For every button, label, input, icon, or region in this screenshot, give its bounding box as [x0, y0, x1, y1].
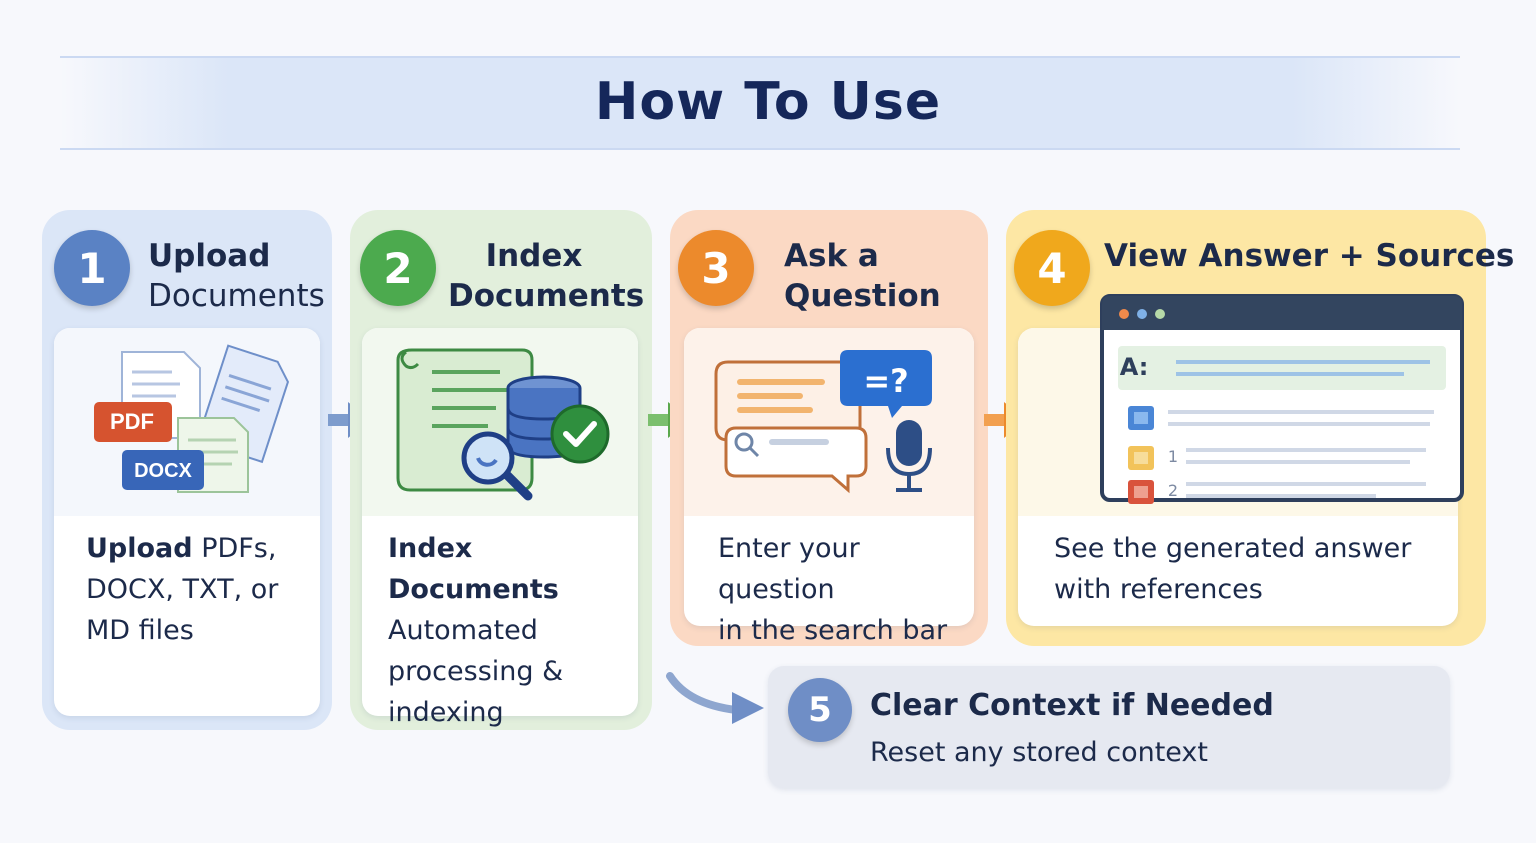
answer-label: A:	[1120, 353, 1149, 381]
answer-window-icon: A: 1 2	[1100, 294, 1464, 504]
pdf-tag	[94, 402, 172, 442]
step-4-description: See the generated answer with references	[1054, 528, 1454, 610]
step-1-card: 1 Upload Documents	[42, 210, 332, 730]
documents-icon: PDF DOCX	[94, 344, 290, 493]
step-5-badge: 5	[788, 678, 852, 742]
step-5-heading: Clear Context if Needed	[870, 688, 1274, 723]
step-2-number: 2	[383, 243, 413, 293]
step-2-heading-line2: Documents	[448, 278, 645, 314]
step-1-description: Upload PDFs, DOCX, TXT, or MD files	[86, 528, 306, 651]
step-1-number: 1	[77, 243, 107, 293]
step-1-desc-rest: PDFs, DOCX, TXT, or MD files	[86, 533, 279, 646]
step-3-heading-line2: Question	[784, 278, 941, 314]
step-5-description: Reset any stored context	[870, 737, 1209, 768]
step-2-desc-rest: Automated processing & indexing	[388, 615, 564, 728]
step-5-number: 5	[808, 690, 832, 730]
step-1-badge: 1	[54, 230, 130, 306]
step-3-description: Enter your question in the search bar	[718, 528, 974, 651]
docx-tag	[122, 450, 204, 490]
step-4-desc-line1: See the generated answer	[1054, 533, 1412, 564]
step-2-description: Index Documents Automated processing & i…	[388, 528, 633, 733]
step-3-heading-line1: Ask a	[784, 238, 879, 274]
step-1-desc-bold: Upload	[86, 533, 193, 564]
reference-1-label: 1	[1168, 447, 1178, 466]
step-4-panel: A: 1 2 See the generated answer with ref…	[1018, 294, 1464, 626]
step-2-card: 2 Index Documents	[350, 210, 652, 730]
step-3-number: 3	[701, 243, 731, 293]
step-4-card: 4 View Answer + Sources	[1006, 210, 1514, 646]
pdf-label: PDF	[110, 409, 154, 434]
step-4-desc-line2: with references	[1054, 574, 1263, 605]
step-3-desc-line1: Enter your question	[718, 533, 860, 605]
step-1-heading-line1: Upload	[148, 238, 271, 274]
ask-question-icon: =?	[714, 350, 932, 494]
step-3-panel: =? Enter your question in the search bar	[684, 328, 974, 646]
step-2-heading: Index Documents	[448, 236, 645, 316]
step-1-heading: Upload Documents	[148, 236, 325, 316]
step-4-number: 4	[1037, 243, 1067, 293]
step-3-heading: Ask a Question	[784, 236, 941, 316]
question-bubble-label: =?	[863, 362, 908, 400]
step-4-heading: View Answer + Sources	[1104, 238, 1515, 274]
step-2-desc-bold: Index Documents	[388, 533, 559, 605]
step-1-heading-line2: Documents	[148, 278, 325, 314]
step-2-heading-line1: Index	[485, 238, 583, 274]
title-band	[60, 56, 1460, 150]
step-2-badge: 2	[360, 230, 436, 306]
step-3-badge: 3	[678, 230, 754, 306]
reference-2-label: 2	[1168, 481, 1178, 500]
step-1-panel: PDF DOCX Upload PDFs, DOCX, TXT, or MD f…	[54, 328, 320, 716]
step-5-card: 5 Clear Context if Needed Reset any stor…	[768, 666, 1450, 788]
arrow-to-step-5	[666, 672, 764, 724]
step-3-card: 3 Ask a Question	[670, 210, 988, 646]
step-4-badge: 4	[1014, 230, 1090, 306]
docx-label: DOCX	[134, 460, 192, 482]
index-database-icon	[396, 348, 610, 501]
step-3-desc-line2: in the search bar	[718, 615, 948, 646]
step-2-panel: Index Documents Automated processing & i…	[362, 328, 638, 728]
page-title: How To Use	[594, 72, 942, 132]
